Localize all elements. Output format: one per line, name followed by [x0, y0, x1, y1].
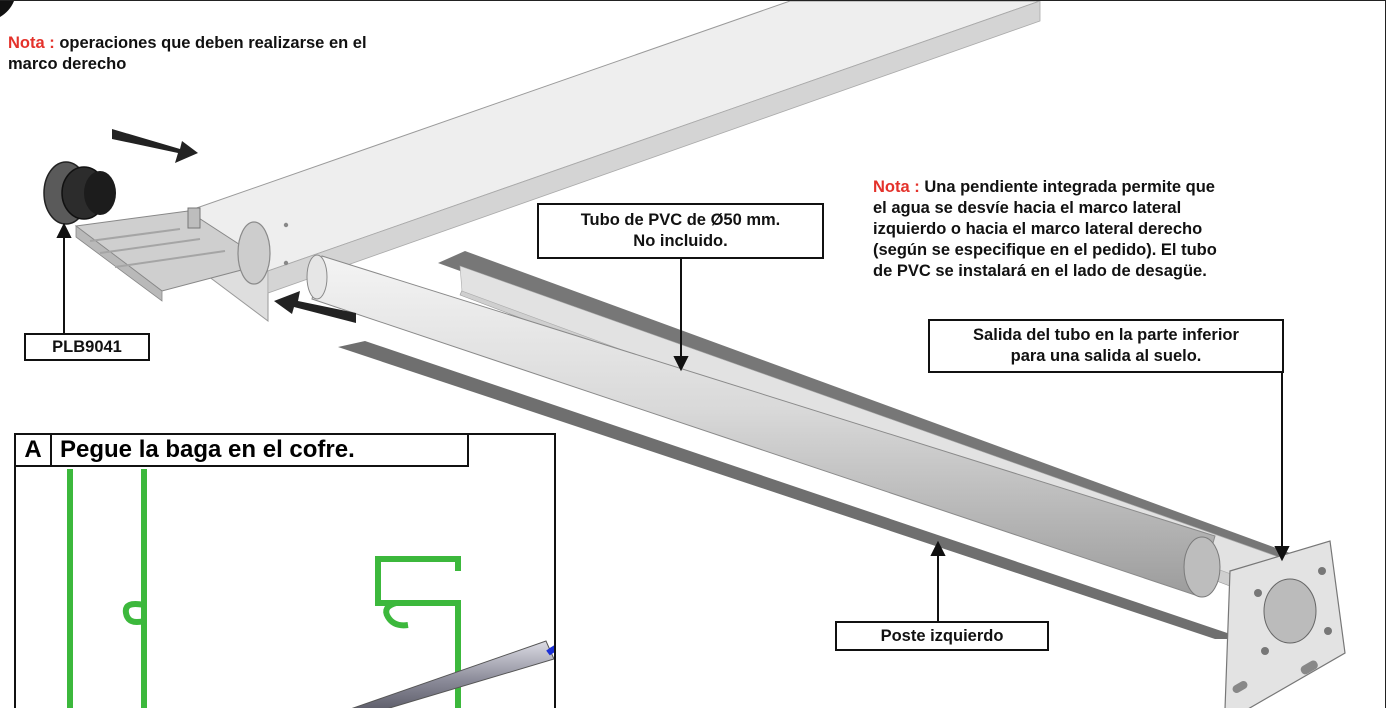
note-text: el agua se desvíe hacia el marco lateral — [873, 199, 1182, 217]
corner-mark — [0, 1, 14, 17]
part-code-label: PLB9041 — [24, 333, 150, 361]
note-text: (según se especifique en el pedido). El … — [873, 241, 1217, 259]
arrow-icon — [112, 129, 356, 323]
caulk-gun-icon — [351, 640, 554, 708]
outlet-label-line1: Salida del tubo en la parte inferior — [973, 326, 1239, 344]
pvc-tube-label: Tubo de PVC de Ø50 mm. No incluido. — [537, 203, 824, 259]
arrow-icon — [1274, 546, 1290, 562]
outlet-label: Salida del tubo en la parte inferior par… — [928, 319, 1284, 373]
seal-profile — [67, 469, 461, 708]
step-title: Pegue la baga en el cofre. — [60, 436, 355, 463]
step-a-header: A Pegue la baga en el cofre. — [14, 433, 469, 467]
note-text: izquierdo o hacia el marco lateral derec… — [873, 220, 1203, 238]
outlet-label-line2: para una salida al suelo. — [1010, 347, 1202, 365]
arrow-icon — [56, 222, 72, 238]
arrow-icon — [673, 356, 689, 372]
note-text: de PVC se instalará en el lado de desagü… — [873, 262, 1207, 280]
note-text: operaciones que deben realizarse en el — [54, 34, 367, 52]
frame-beam — [74, 1, 1041, 322]
pvc-label-line2: No incluido. — [633, 232, 728, 250]
arrow-icon — [930, 540, 946, 556]
step-a-panel — [14, 433, 556, 708]
end-bracket — [1224, 540, 1346, 708]
note-text: marco derecho — [8, 55, 127, 73]
left-post-text: Poste izquierdo — [880, 626, 1004, 645]
pvc-label-line1: Tubo de PVC de Ø50 mm. — [580, 211, 781, 229]
pvc-tube — [306, 254, 1221, 598]
note-text: Una pendiente integrada permite que — [919, 178, 1215, 196]
part-code-text: PLB9041 — [52, 337, 122, 356]
note-top-left: Nota : operaciones que deben realizarse … — [8, 33, 498, 75]
note-right: Nota : Una pendiente integrada permite q… — [873, 177, 1343, 282]
left-post-label: Poste izquierdo — [835, 621, 1049, 651]
step-letter: A — [16, 435, 52, 465]
note-prefix: Nota : — [873, 178, 920, 196]
seal-illustration — [67, 469, 554, 708]
note-prefix: Nota : — [8, 34, 55, 52]
end-cap-plb9041 — [43, 161, 116, 225]
